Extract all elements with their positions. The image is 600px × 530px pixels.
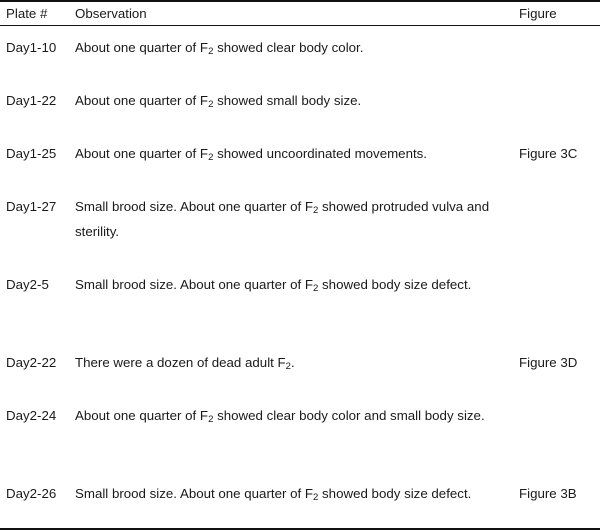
table-row: Day1-27 Small brood size. About one quar… xyxy=(0,185,600,263)
table-header: Plate # Observation Figure xyxy=(0,0,600,26)
column-header-figure-label: Figure xyxy=(519,6,557,21)
column-header-observation: Observation xyxy=(75,0,519,26)
column-header-plate: Plate # xyxy=(0,0,75,26)
cell-figure xyxy=(519,394,600,472)
table-row: Day1-22 About one quarter of F2 showed s… xyxy=(0,79,600,132)
cell-figure xyxy=(519,79,600,132)
table-row: Day2-22 There were a dozen of dead adult… xyxy=(0,341,600,394)
subscript: 2 xyxy=(208,413,214,425)
cell-observation: Small brood size. About one quarter of F… xyxy=(75,263,519,341)
table-row: Day2-24 About one quarter of F2 showed c… xyxy=(0,394,600,472)
table-row: Day2-26 Small brood size. About one quar… xyxy=(0,471,600,530)
figure-reference: Figure 3D xyxy=(519,354,578,370)
cell-figure xyxy=(519,26,600,79)
cell-figure: Figure 3B xyxy=(519,471,600,530)
subscript: 2 xyxy=(313,204,319,216)
plate-id: Day1-27 xyxy=(6,198,57,214)
cell-observation: Small brood size. About one quarter of F… xyxy=(75,185,519,263)
cell-plate: Day1-25 xyxy=(0,132,75,185)
cell-observation: There were a dozen of dead adult F2. xyxy=(75,341,519,394)
cell-observation: About one quarter of F2 showed uncoordin… xyxy=(75,132,519,185)
table-row: Day1-10 About one quarter of F2 showed c… xyxy=(0,26,600,79)
cell-observation: About one quarter of F2 showed small bod… xyxy=(75,79,519,132)
plate-id: Day2-24 xyxy=(6,407,57,423)
figure-reference: Figure 3B xyxy=(519,485,577,501)
cell-figure xyxy=(519,263,600,341)
plate-id: Day1-10 xyxy=(6,40,57,55)
column-header-observation-label: Observation xyxy=(75,6,147,21)
cell-observation: Small brood size. About one quarter of F… xyxy=(75,471,519,530)
cell-figure: Figure 3D xyxy=(519,341,600,394)
observation-text: Small brood size. About one quarter of F… xyxy=(75,485,472,503)
observation-text: About one quarter of F2 showed clear bod… xyxy=(75,407,485,425)
cell-figure: Figure 3C xyxy=(519,132,600,185)
observation-text: There were a dozen of dead adult F2. xyxy=(75,354,295,372)
cell-observation: About one quarter of F2 showed clear bod… xyxy=(75,26,519,79)
cell-plate: Day1-27 xyxy=(0,185,75,263)
subscript: 2 xyxy=(208,46,214,58)
observation-text: About one quarter of F2 showed small bod… xyxy=(75,92,362,110)
figure-reference: Figure 3C xyxy=(519,145,578,161)
plate-id: Day2-5 xyxy=(6,276,49,292)
plate-id: Day2-26 xyxy=(6,485,57,501)
subscript: 2 xyxy=(313,282,319,294)
table-row: Day2-5 Small brood size. About one quart… xyxy=(0,263,600,341)
cell-observation: About one quarter of F2 showed clear bod… xyxy=(75,394,519,472)
subscript: 2 xyxy=(313,491,319,503)
observation-text: Small brood size. About one quarter of F… xyxy=(75,276,472,294)
cell-plate: Day2-24 xyxy=(0,394,75,472)
subscript: 2 xyxy=(208,151,214,163)
plate-id: Day1-22 xyxy=(6,92,57,108)
observation-text: Small brood size. About one quarter of F… xyxy=(75,198,490,239)
observation-text: About one quarter of F2 showed clear bod… xyxy=(75,40,364,58)
column-header-plate-label: Plate # xyxy=(6,6,48,21)
cell-plate: Day1-10 xyxy=(0,26,75,79)
cell-plate: Day2-26 xyxy=(0,471,75,530)
cell-plate: Day1-22 xyxy=(0,79,75,132)
cell-figure xyxy=(519,185,600,263)
table-header-row: Plate # Observation Figure xyxy=(0,0,600,26)
subscript: 2 xyxy=(285,360,291,372)
table-body: Day1-10 About one quarter of F2 showed c… xyxy=(0,26,600,530)
subscript: 2 xyxy=(208,98,214,110)
observation-text: About one quarter of F2 showed uncoordin… xyxy=(75,145,428,163)
plate-id: Day1-25 xyxy=(6,145,57,161)
cell-plate: Day2-22 xyxy=(0,341,75,394)
table-row: Day1-25 About one quarter of F2 showed u… xyxy=(0,132,600,185)
column-header-figure: Figure xyxy=(519,0,600,26)
cell-plate: Day2-5 xyxy=(0,263,75,341)
plate-id: Day2-22 xyxy=(6,354,57,370)
